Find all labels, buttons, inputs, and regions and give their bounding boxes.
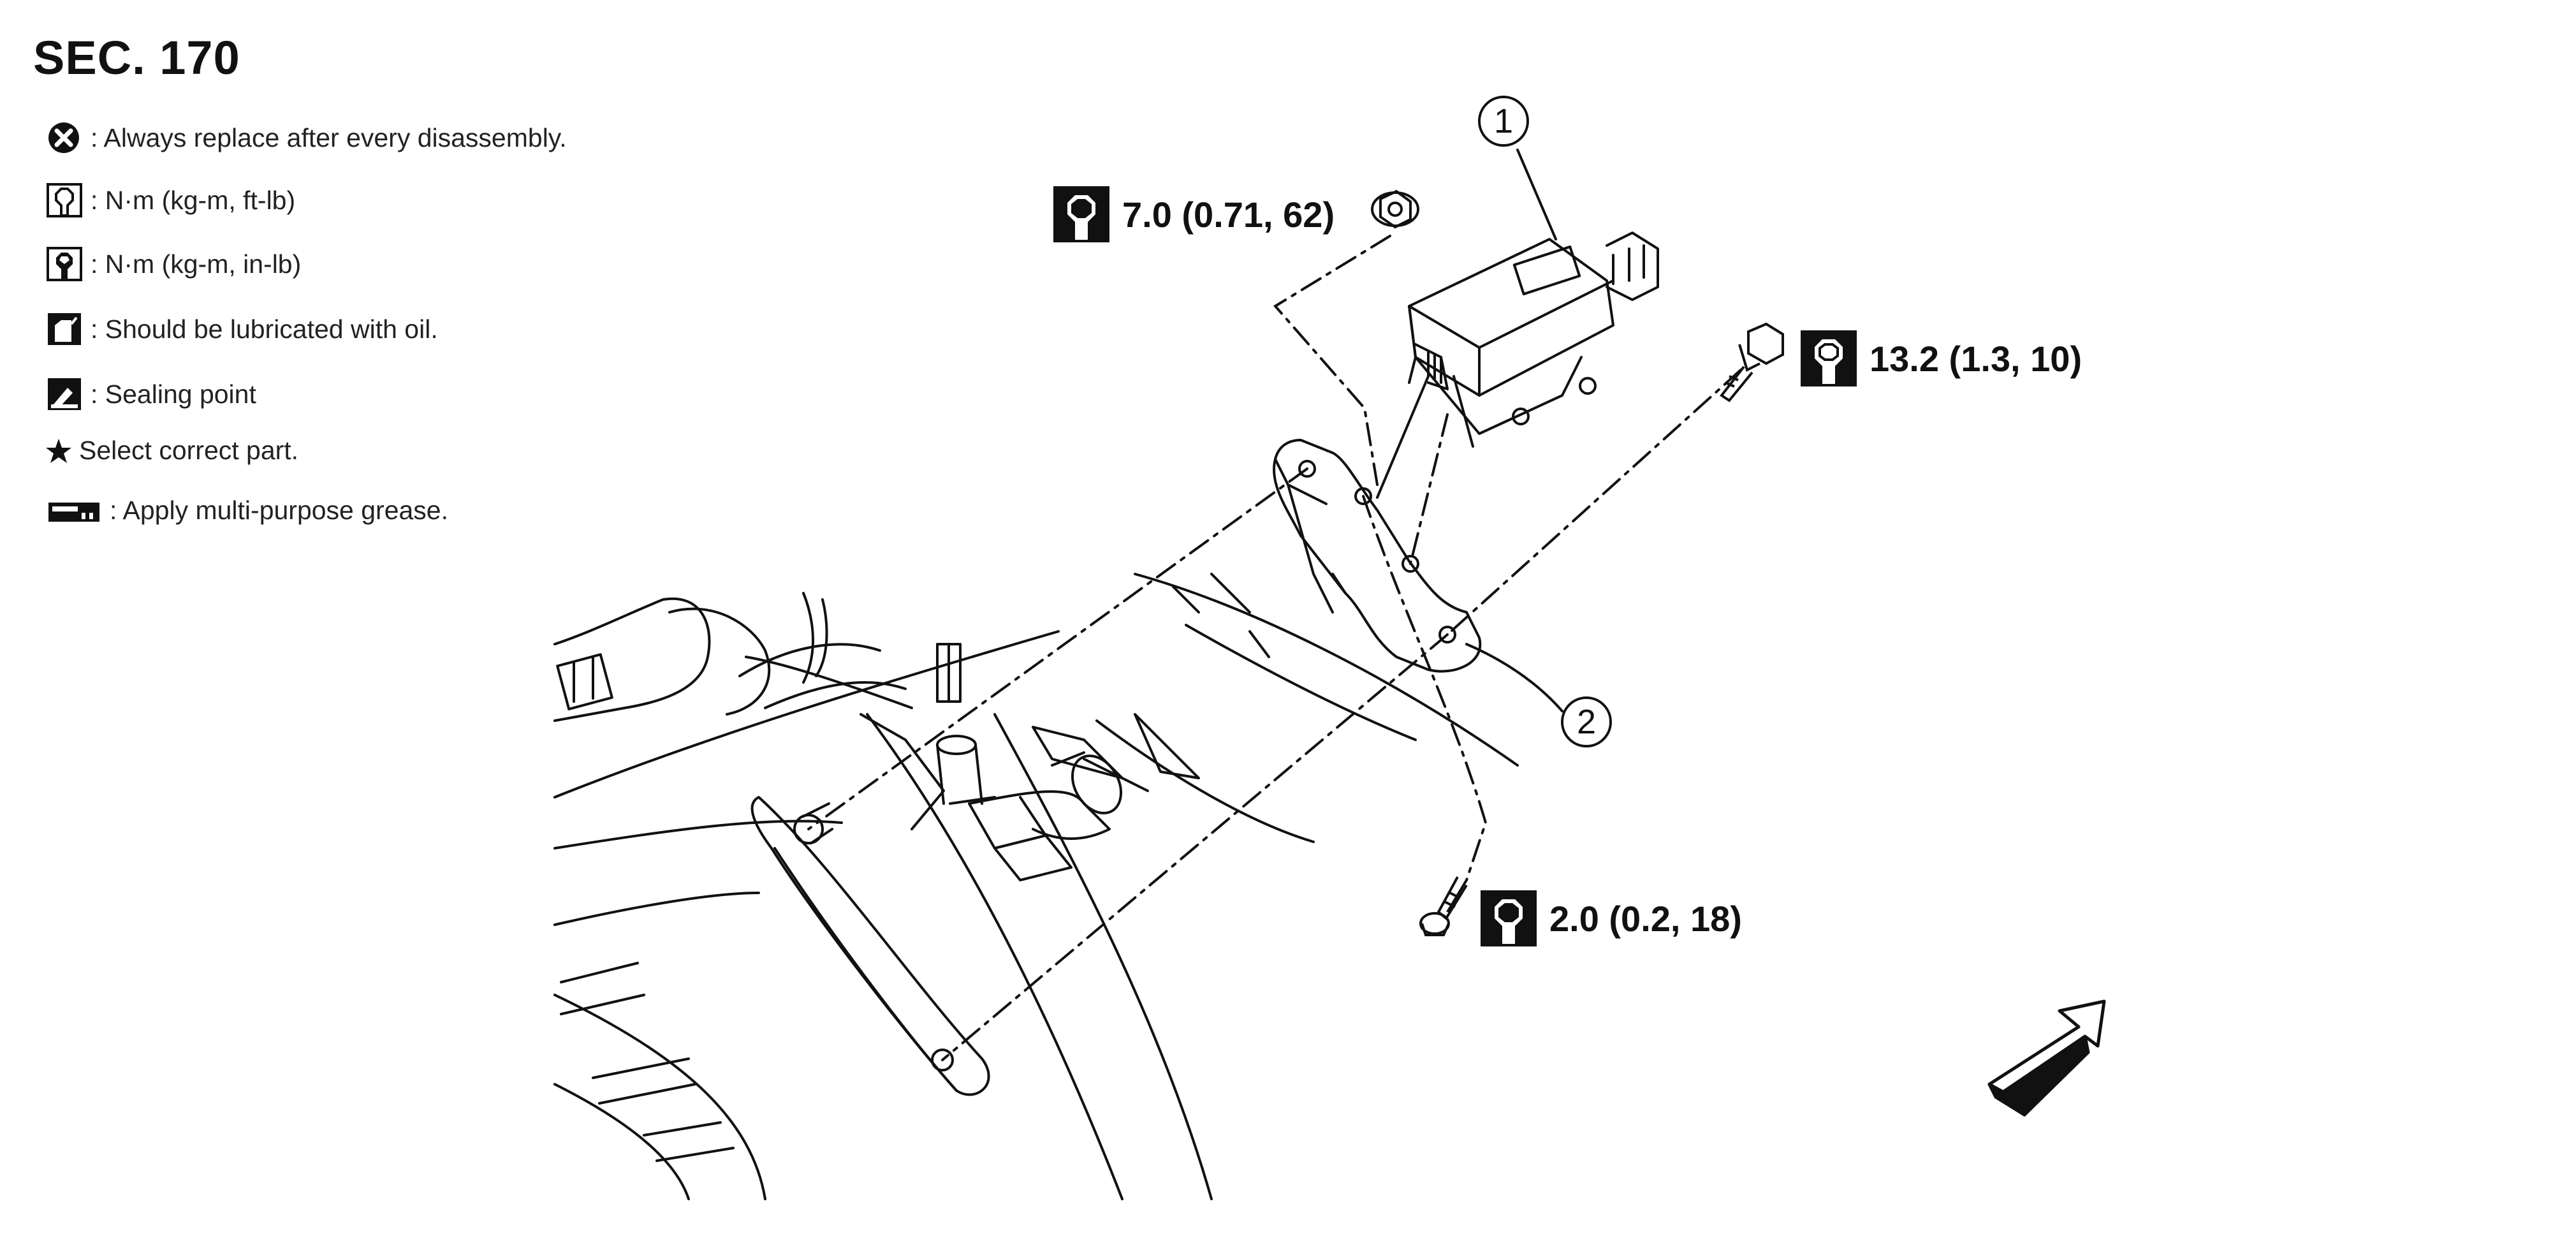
control-unit-part-1 xyxy=(1376,232,1659,499)
legend-text-sealing: : Sealing point xyxy=(91,379,256,409)
torque-value-screw: 2.0 (0.2, 18) xyxy=(1549,898,1742,939)
section-title: SEC. 170 xyxy=(33,31,240,84)
torque-in-lb-icon xyxy=(1481,890,1537,946)
torque-spec-bolt: 13.2 (1.3, 10) xyxy=(1799,329,2082,388)
legend-row-oil: : Should be lubricated with oil. xyxy=(46,311,438,347)
flange-nut xyxy=(1371,189,1419,229)
legend-row-sealing: : Sealing point xyxy=(46,376,256,412)
tapping-screw xyxy=(1419,876,1468,936)
legend-text-grease: : Apply multi-purpose grease. xyxy=(110,495,448,525)
leader-line-part-2 xyxy=(1465,643,1563,712)
bracket-part-2 xyxy=(1273,439,1482,673)
phantom-line-unit-to-bracket xyxy=(1409,413,1449,565)
stud-and-clip xyxy=(936,643,1200,881)
torque-in-lb-icon xyxy=(46,246,85,282)
legend-row-ft-lb: : N·m (kg-m, ft-lb) xyxy=(46,182,295,218)
callout-part-1: 1 xyxy=(1477,94,1530,148)
x-circle-icon xyxy=(46,120,85,156)
mounting-plate xyxy=(750,713,990,1096)
legend-text-ft-lb: : N·m (kg-m, ft-lb) xyxy=(91,185,296,215)
body-panel-lines xyxy=(553,573,1519,1200)
torque-value-bolt: 13.2 (1.3, 10) xyxy=(1870,338,2082,379)
legend-text-select: Select correct part. xyxy=(79,435,299,465)
phantom-line-stud-left xyxy=(807,467,1308,830)
legend-text-replace: : Always replace after every disassembly… xyxy=(91,122,567,152)
legend-row-select: Select correct part. xyxy=(46,432,298,468)
leader-line-part-1 xyxy=(1516,149,1557,240)
callout-part-2-number: 2 xyxy=(1576,703,1597,741)
callout-part-1-number: 1 xyxy=(1493,102,1514,140)
torque-ft-lb-icon xyxy=(1801,330,1857,386)
legend-text-oil: : Should be lubricated with oil. xyxy=(91,314,438,344)
phantom-line-stud-right xyxy=(941,633,1449,1061)
callout-part-2: 2 xyxy=(1560,695,1613,749)
sealing-point-icon xyxy=(46,376,85,412)
oil-can-icon xyxy=(46,311,85,347)
torque-spec-nut: 7.0 (0.71, 62) xyxy=(1052,185,1335,244)
phantom-line-bolt-to-bracket xyxy=(1446,369,1742,636)
torque-value-nut: 7.0 (0.71, 62) xyxy=(1122,194,1335,235)
star-icon xyxy=(46,432,74,468)
flange-bolt xyxy=(1720,322,1784,402)
legend-row-replace: : Always replace after every disassembly… xyxy=(46,120,567,156)
wiring-harness xyxy=(553,592,907,722)
legend-text-in-lb: : N·m (kg-m, in-lb) xyxy=(91,249,302,279)
front-arrow-icon xyxy=(1987,999,2106,1117)
torque-in-lb-icon xyxy=(1053,186,1109,242)
grease-icon xyxy=(46,492,105,528)
phantom-line-nut-to-bracket xyxy=(1273,235,1391,486)
phantom-line-screw xyxy=(1362,495,1488,881)
legend-row-grease: : Apply multi-purpose grease. xyxy=(46,492,448,528)
torque-spec-screw: 2.0 (0.2, 18) xyxy=(1479,889,1742,948)
torque-ft-lb-icon xyxy=(46,182,85,218)
legend-row-in-lb: : N·m (kg-m, in-lb) xyxy=(46,246,301,282)
